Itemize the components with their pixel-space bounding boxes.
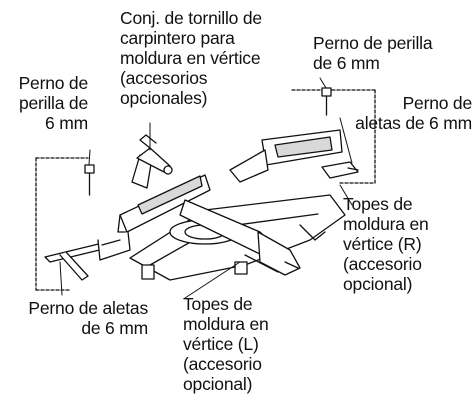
leader-lines — [59, 77, 353, 299]
label-wing-bolt-left: Perno de aletas de 6 mm — [28, 298, 148, 338]
right-callout-box — [291, 89, 376, 184]
left-knob-bolt — [84, 164, 95, 196]
left-callout-box — [35, 157, 89, 291]
label-crown-stops-left: Topes de moldura en vértice (L) (accesor… — [183, 294, 269, 394]
right-extension — [321, 161, 359, 179]
saw-arm — [179, 199, 301, 276]
label-crown-stops-right: Topes de moldura en vértice (R) (accesor… — [343, 194, 429, 294]
right-fence — [229, 129, 343, 183]
label-clamp-assembly: Conj. de tornillo de carpintero para mol… — [120, 8, 262, 108]
label-knob-bolt-right: Perno de perilla de 6 mm — [313, 33, 433, 73]
label-wing-bolt-right: Perno de aletas de 6 mm — [355, 93, 472, 133]
left-fence — [117, 174, 211, 233]
right-knob-bolt — [321, 87, 332, 116]
vertical-clamp — [131, 134, 173, 189]
left-crown-stop — [44, 231, 131, 281]
label-knob-bolt-left: Perno de perilla de 6 mm — [18, 73, 89, 133]
